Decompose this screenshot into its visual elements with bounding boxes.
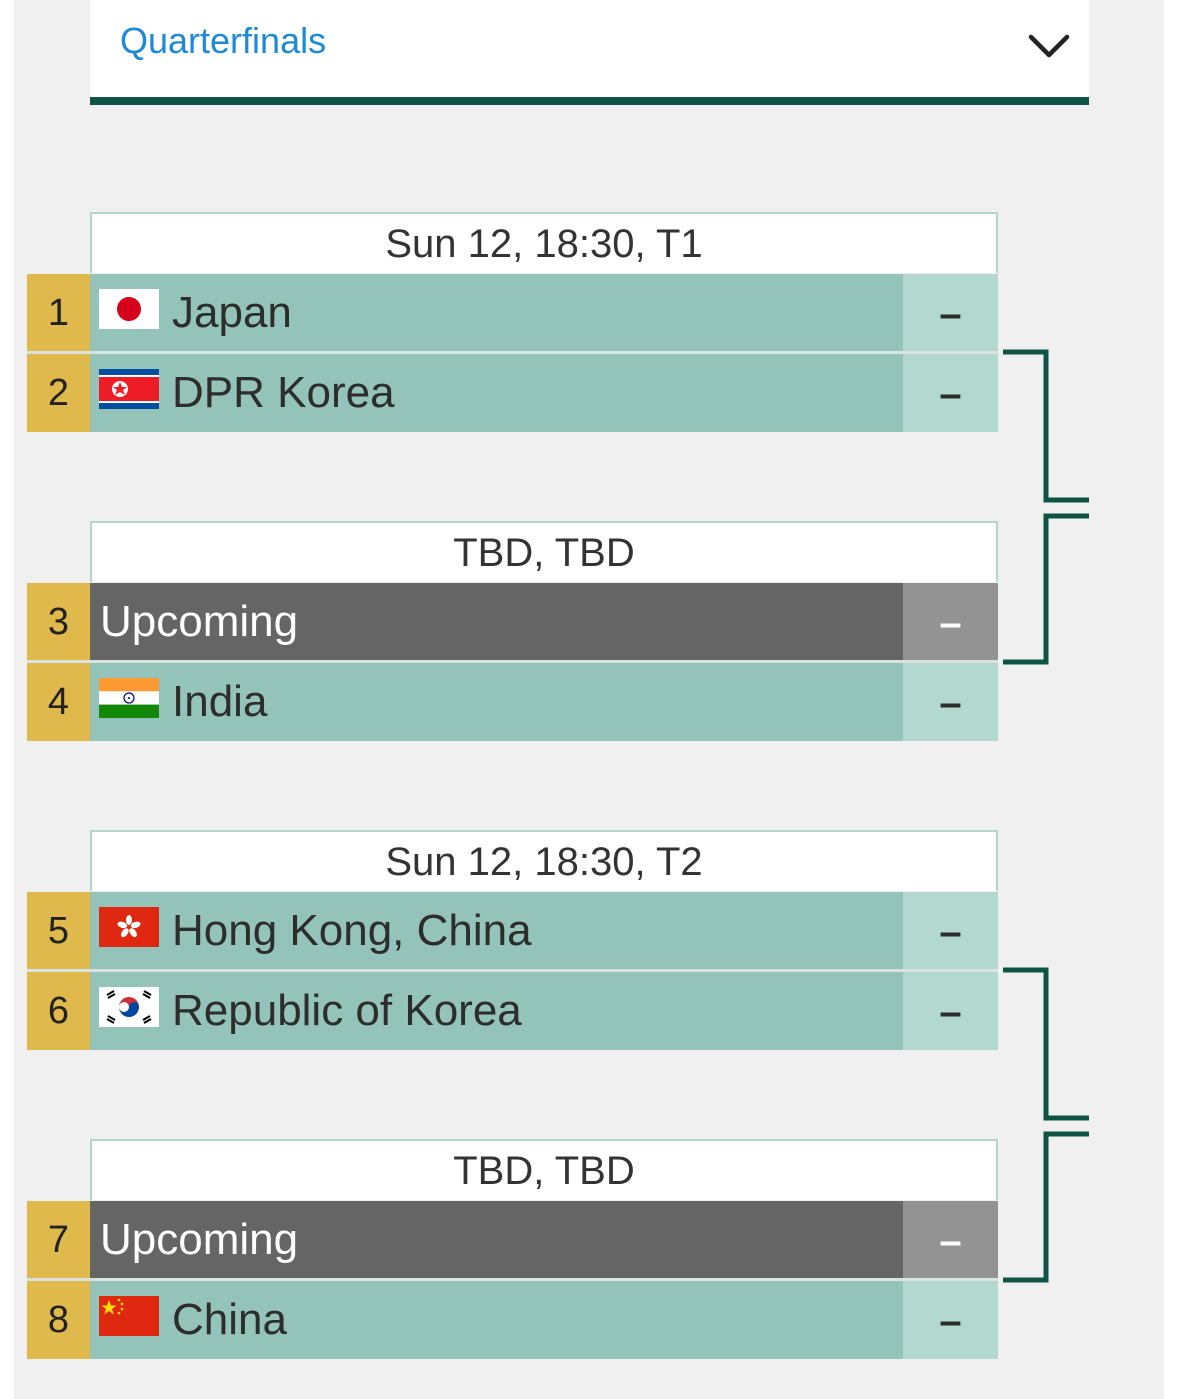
- score-cell: –: [903, 972, 998, 1050]
- row-divider: [27, 1278, 998, 1281]
- score-cell: –: [903, 892, 998, 970]
- round-selector[interactable]: Quarterfinals: [90, 0, 1089, 97]
- team-row-japan[interactable]: 1 Japan –: [27, 274, 998, 352]
- team-cell: Upcoming: [90, 1201, 903, 1279]
- bracket-connector: [1003, 349, 1089, 503]
- team-name: Upcoming: [100, 1215, 299, 1264]
- japan-flag-icon: [99, 289, 159, 329]
- team-name: Upcoming: [100, 597, 299, 646]
- seed-number: 6: [27, 972, 90, 1050]
- seed-number: 5: [27, 892, 90, 970]
- score-cell: –: [903, 1281, 998, 1359]
- score-cell: –: [903, 354, 998, 432]
- match-header: Sun 12, 18:30, T2: [90, 830, 998, 891]
- china-flag-icon: [99, 1296, 159, 1336]
- match-header: Sun 12, 18:30, T1: [90, 212, 998, 273]
- team-cell: Republic of Korea: [90, 972, 903, 1050]
- row-divider: [27, 351, 998, 354]
- score-cell: –: [903, 583, 998, 661]
- team-name: Japan: [172, 288, 292, 337]
- team-name: India: [172, 677, 268, 726]
- team-row-india[interactable]: 4 India –: [27, 663, 998, 741]
- dpr-korea-flag-icon: [99, 369, 159, 409]
- team-cell: Hong Kong, China: [90, 892, 903, 970]
- seed-number: 8: [27, 1281, 90, 1359]
- team-name: China: [172, 1295, 287, 1344]
- hong-kong-flag-icon: [99, 907, 159, 947]
- match-header: TBD, TBD: [90, 1139, 998, 1200]
- team-row-upcoming[interactable]: 3 Upcoming –: [27, 583, 998, 661]
- score-cell: –: [903, 274, 998, 352]
- team-cell: India: [90, 663, 903, 741]
- india-flag-icon: [99, 678, 159, 718]
- seed-number: 7: [27, 1201, 90, 1279]
- team-cell: China: [90, 1281, 903, 1359]
- republic-of-korea-flag-icon: [99, 987, 159, 1027]
- row-divider: [27, 969, 998, 972]
- team-cell: Japan: [90, 274, 903, 352]
- seed-number: 4: [27, 663, 90, 741]
- chevron-down-icon: [1028, 34, 1070, 58]
- score-cell: –: [903, 663, 998, 741]
- team-cell: DPR Korea: [90, 354, 903, 432]
- team-cell: Upcoming: [90, 583, 903, 661]
- team-name: DPR Korea: [172, 368, 395, 417]
- match-header: TBD, TBD: [90, 521, 998, 582]
- team-row-upcoming[interactable]: 7 Upcoming –: [27, 1201, 998, 1279]
- team-row-hong-kong[interactable]: 5 Hong Kong, China –: [27, 892, 998, 970]
- seed-number: 2: [27, 354, 90, 432]
- bracket-connector: [1003, 513, 1089, 665]
- score-cell: –: [903, 1201, 998, 1279]
- seed-number: 1: [27, 274, 90, 352]
- seed-number: 3: [27, 583, 90, 661]
- round-selector-label: Quarterfinals: [120, 20, 327, 61]
- team-row-dpr-korea[interactable]: 2 DPR Korea –: [27, 354, 998, 432]
- team-name: Republic of Korea: [172, 986, 522, 1035]
- bracket-connector: [1003, 1131, 1089, 1283]
- team-row-republic-of-korea[interactable]: 6 Republic of Korea –: [27, 972, 998, 1050]
- bracket-connector: [1003, 967, 1089, 1121]
- row-divider: [27, 660, 998, 663]
- round-selector-underline: [90, 97, 1089, 105]
- team-name: Hong Kong, China: [172, 906, 532, 955]
- team-row-china[interactable]: 8 China –: [27, 1281, 998, 1359]
